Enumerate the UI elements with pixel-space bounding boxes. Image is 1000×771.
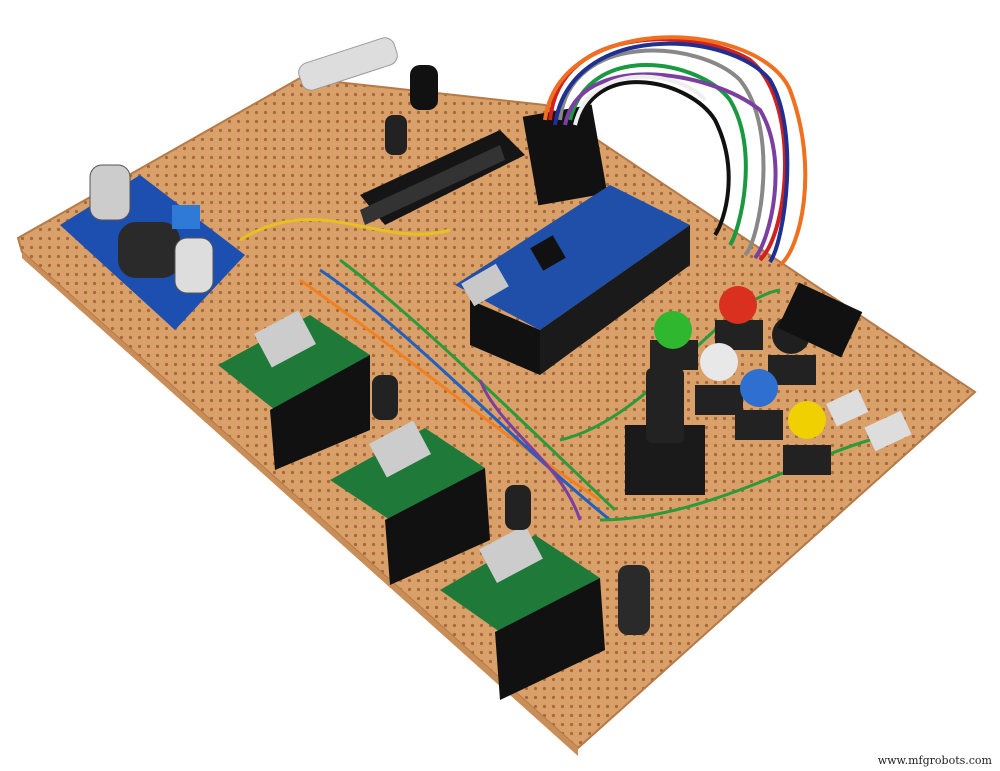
slide-switch	[864, 410, 912, 452]
pin-header	[522, 104, 608, 206]
button-red	[719, 286, 757, 324]
slide-switch	[826, 389, 869, 427]
capacitor	[89, 164, 131, 221]
stepper-driver	[440, 525, 605, 700]
capacitor	[372, 375, 398, 420]
nano-header	[540, 225, 690, 375]
capacitor	[618, 565, 650, 635]
stepper-driver	[330, 420, 490, 585]
nano-header	[470, 300, 540, 375]
fuse	[298, 37, 398, 91]
capacitor	[505, 485, 531, 530]
capacitor	[385, 115, 407, 155]
button-yellow	[788, 401, 826, 439]
button-white	[700, 343, 738, 381]
potentiometer-knob	[646, 368, 684, 443]
inductor	[118, 222, 180, 278]
button-blue	[740, 369, 778, 407]
button-green	[654, 311, 692, 349]
stepper-driver	[218, 310, 370, 470]
arduino-nano	[455, 185, 690, 330]
nano-chip	[530, 235, 566, 271]
push-buttons	[650, 286, 831, 475]
capacitor	[174, 237, 214, 294]
capacitor	[410, 65, 438, 110]
watermark: www.mfgrobots.com	[877, 754, 992, 767]
female-header	[777, 282, 863, 358]
ic-socket	[360, 145, 505, 225]
usb-port	[461, 263, 509, 307]
board-edge	[22, 252, 578, 756]
jumper-wires	[543, 35, 808, 267]
trimmer	[172, 205, 200, 229]
